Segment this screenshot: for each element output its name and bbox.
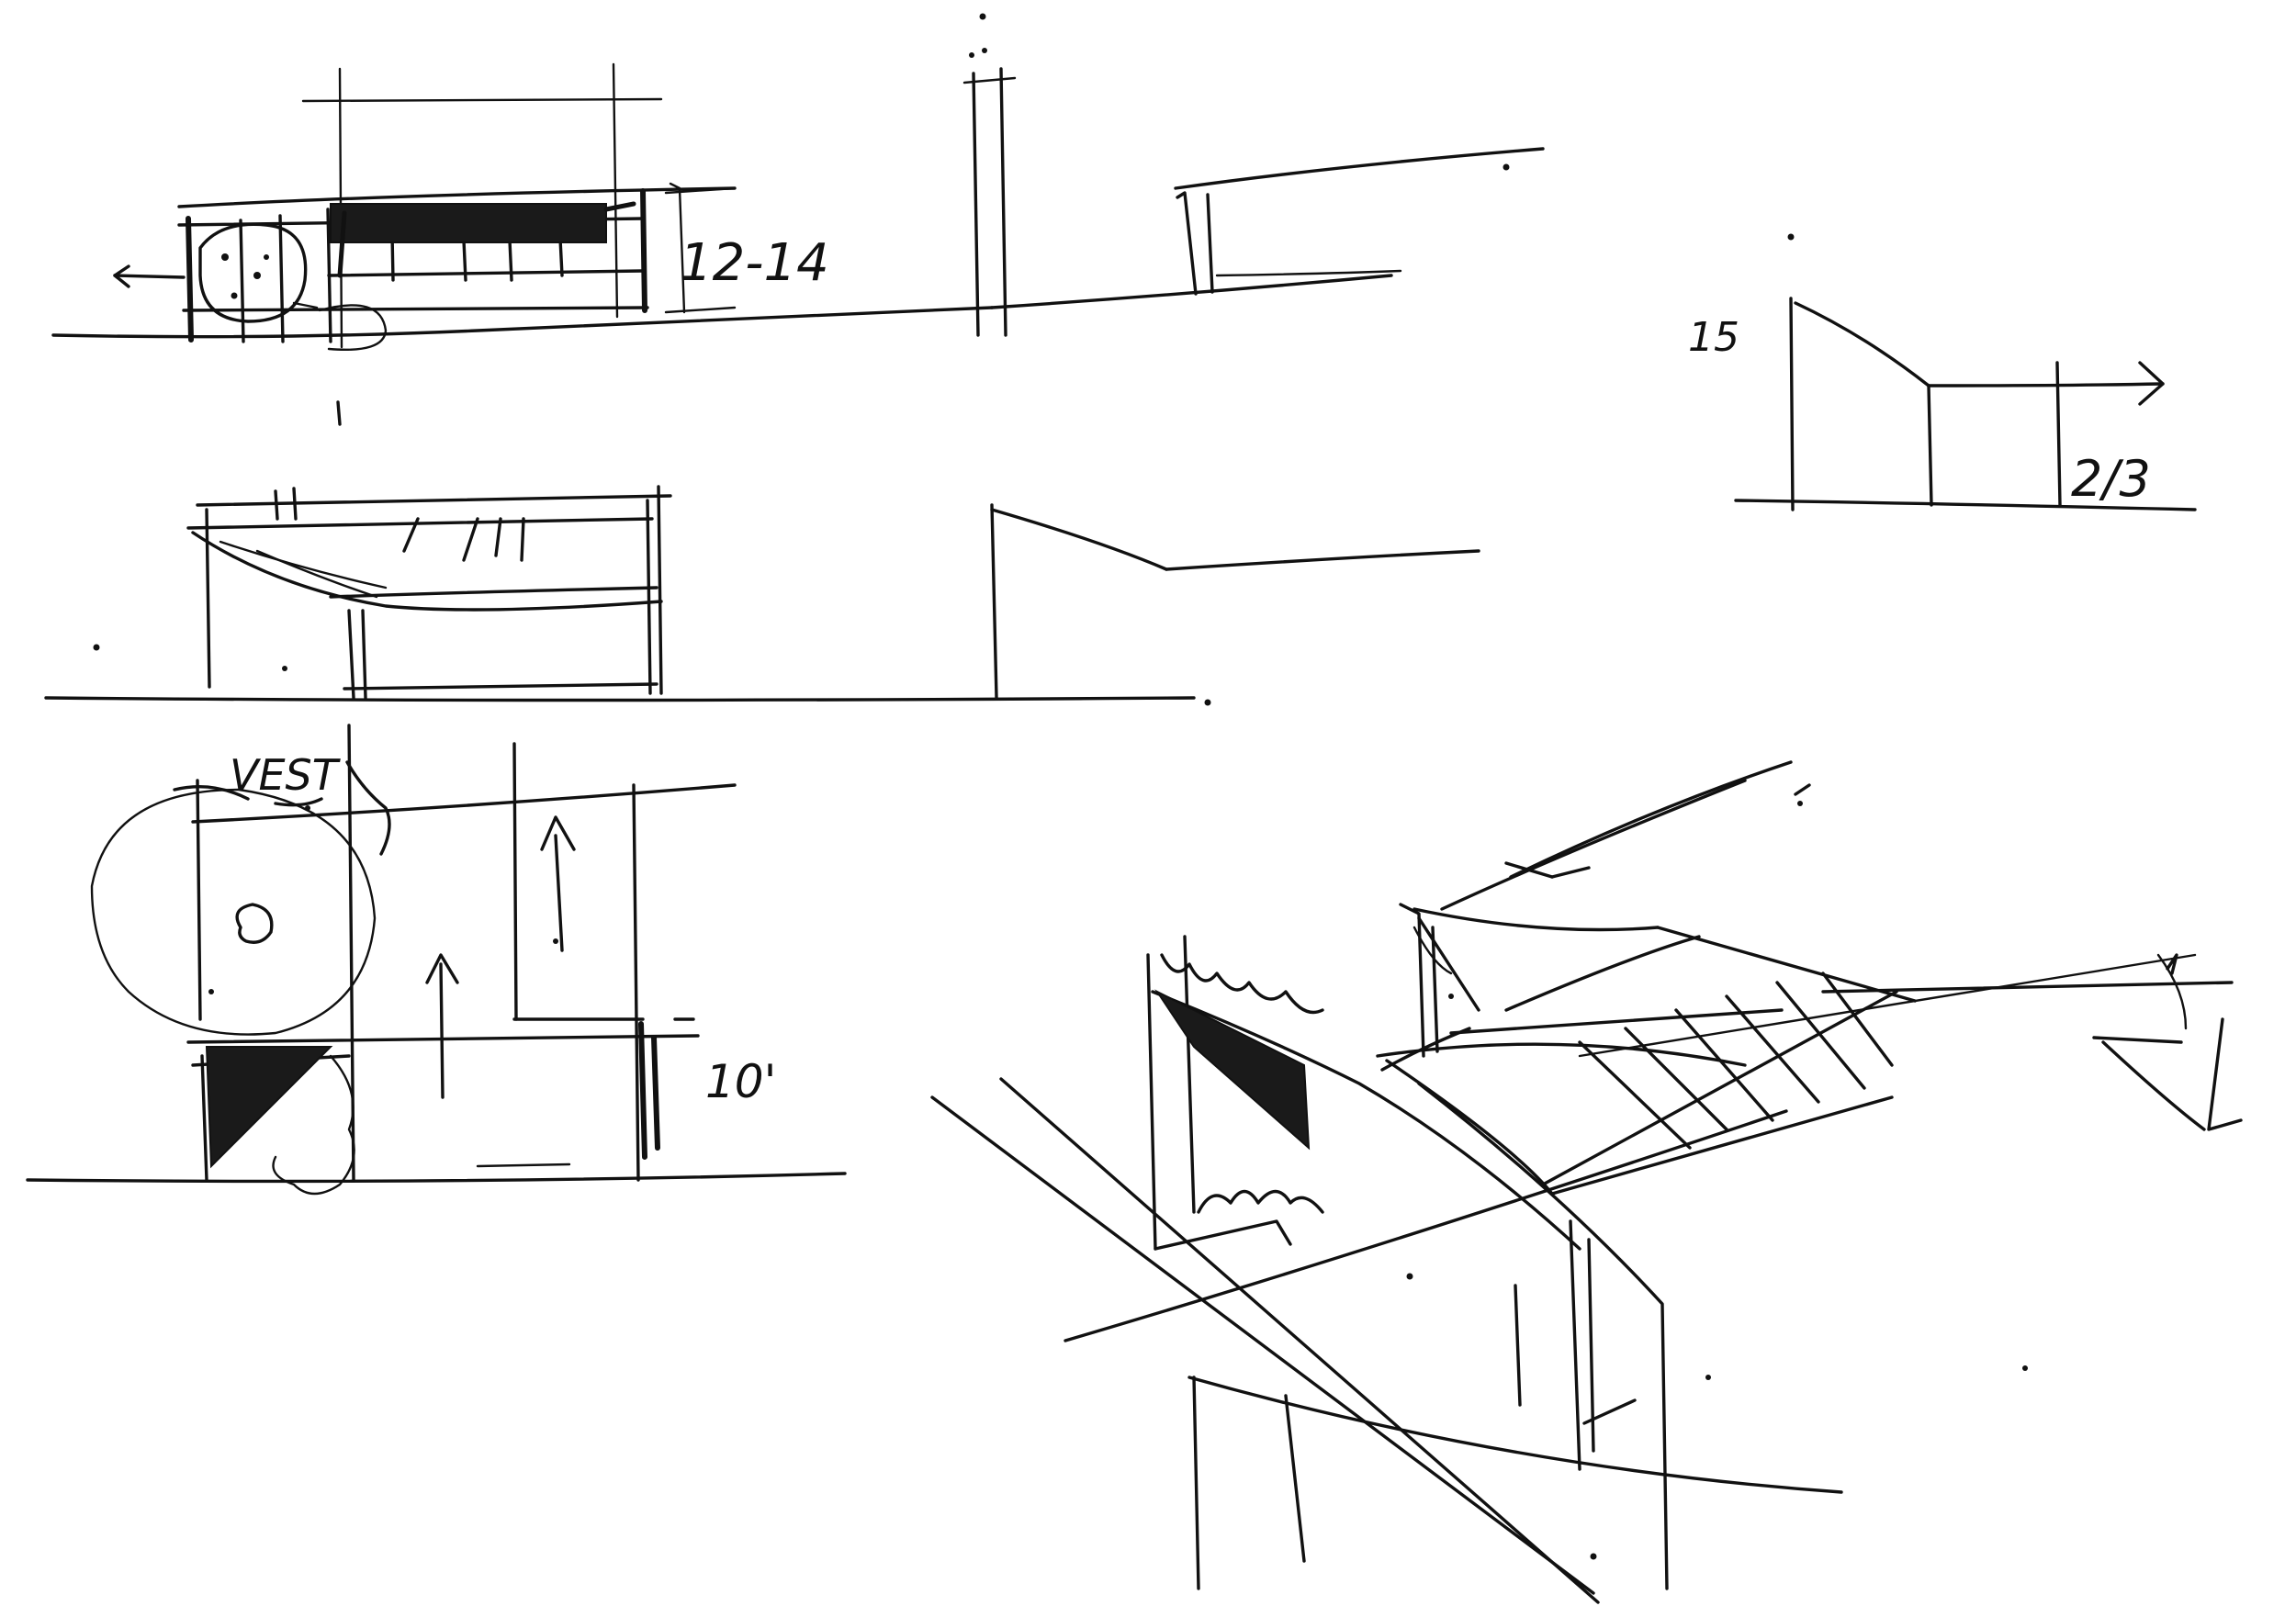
sketch-elevation-middle [44, 400, 1480, 706]
sketch-axonometric [930, 760, 2243, 1604]
sketch-plan-lower [26, 724, 847, 1196]
height-label-left: 15 [1688, 314, 1739, 361]
sketch-section-right [1734, 233, 2197, 511]
sketch-elevation-upper [51, 13, 1545, 351]
height-label-lower: 10' [705, 1055, 776, 1108]
hatch-triangle-plan [205, 1046, 333, 1169]
ratio-label: 2/3 [2071, 450, 2151, 508]
hatch-band-upper [330, 201, 636, 278]
vestibule-label: VEST [230, 750, 342, 800]
height-label-upper: 12-14 [680, 233, 829, 293]
hatch-axonometric-wall [1154, 953, 1324, 1214]
